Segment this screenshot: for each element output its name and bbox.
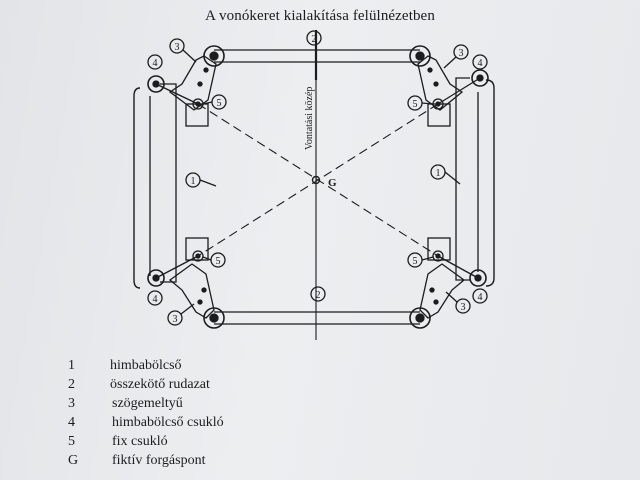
legend-key: 3 [68, 396, 75, 411]
pivot-br [469, 269, 487, 287]
pivot-tl [147, 75, 165, 93]
callout-angle-lever-tr: 3 [459, 48, 464, 59]
figure-title: A vonókeret kialakítása felülnézetben [205, 8, 435, 24]
callout-pivot-br: 4 [478, 292, 483, 303]
callout-linkage-top: 2 [312, 34, 317, 45]
callout-cradle-left: 1 [191, 176, 196, 187]
legend-key: G [68, 453, 79, 468]
angle-lever-tl [168, 55, 217, 111]
fixed-bl [192, 250, 204, 262]
fixed-br [432, 250, 444, 262]
cradle-left-outline [133, 87, 141, 289]
callout-pivot-bl: 4 [153, 294, 158, 305]
pivot-bl [147, 269, 165, 287]
diagonal-2 [197, 103, 439, 257]
joint-bottom-left [203, 307, 225, 329]
legend-key: 5 [68, 434, 75, 449]
legend-key: 4 [68, 415, 75, 430]
callout-fixed-bl: 5 [216, 256, 221, 267]
cradle-right-inner [455, 77, 470, 281]
legend-desc: himbabölcső [110, 358, 182, 373]
cradle-left-inner [160, 83, 177, 283]
bracket-tr [427, 103, 451, 127]
legend-key: 2 [68, 377, 75, 392]
angle-lever-bl [168, 263, 215, 319]
bracket-br [427, 237, 451, 261]
callout-pivot-tl: 4 [153, 58, 158, 69]
cradle-right-outline [485, 79, 495, 287]
legend-desc: fix csukló [112, 434, 168, 449]
callout-angle-lever-br: 3 [461, 302, 466, 313]
bracket-bl [185, 237, 209, 261]
linkage-bottom-bar [214, 311, 420, 325]
callout-cradle-right: 1 [436, 168, 441, 179]
axis-label: Vontatási közép [304, 87, 315, 150]
joint-bottom-right [409, 307, 431, 329]
pivot-tr [471, 69, 489, 87]
callout-fixed-tl: 5 [217, 98, 222, 109]
callout-angle-lever-tl: 3 [175, 42, 180, 53]
rod-br [437, 255, 479, 279]
legend-desc: fiktív forgáspont [112, 453, 206, 468]
callout-fixed-tr: 5 [413, 99, 418, 110]
legend-key: 1 [68, 358, 75, 373]
callout-linkage-bottom: 2 [316, 290, 321, 301]
callout-fixed-br: 5 [413, 256, 418, 267]
center-label: G [328, 177, 337, 189]
callout-angle-lever-bl: 3 [173, 314, 178, 325]
legend-desc: himbabölcső csukló [112, 415, 224, 430]
angle-lever-tr [417, 55, 464, 111]
center-point-g [311, 175, 321, 185]
legend-desc: szögemeltyű [112, 396, 183, 411]
callout-pivot-tr: 4 [478, 58, 483, 69]
joint-top-left [203, 45, 225, 67]
angle-lever-br [419, 263, 466, 319]
joint-top-right [409, 45, 431, 67]
legend-desc: összekötő rudazat [110, 377, 210, 392]
